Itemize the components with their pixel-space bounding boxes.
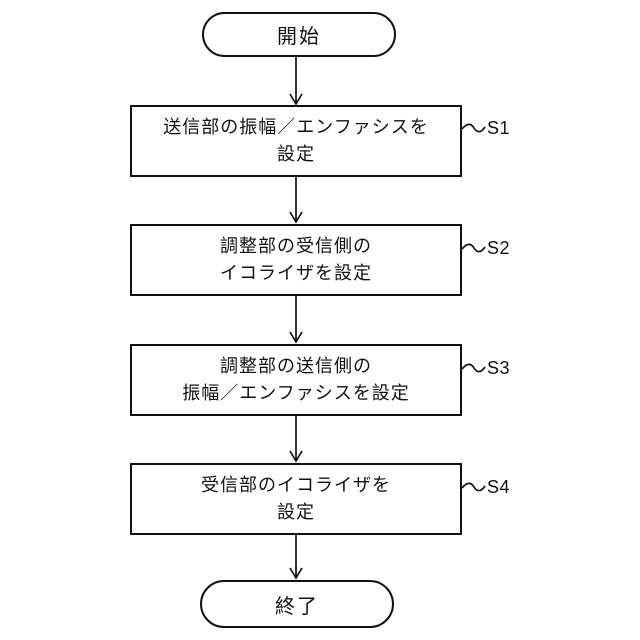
step-ref-s2-label: S2	[487, 237, 511, 258]
arrow-s3-to-s4	[289, 416, 303, 463]
process-s3-line2: 振幅／エンファシスを設定	[182, 383, 410, 403]
start-label: 開始	[277, 26, 321, 48]
process-box-s1: 送信部の振幅／エンファシスを 設定	[130, 105, 462, 177]
step-ref-s3-label: S3	[487, 357, 511, 378]
squiggle-s3	[461, 363, 486, 373]
squiggle-s2	[461, 243, 486, 253]
process-s4-line1: 受信部のイコライザを	[201, 475, 391, 495]
step-ref-s1: S1	[487, 116, 547, 140]
process-s4-line2: 設定	[277, 502, 315, 522]
process-s2-line2: イコライザを設定	[220, 263, 372, 283]
process-s1-line2: 設定	[277, 144, 315, 164]
step-ref-s1-label: S1	[487, 117, 511, 138]
step-ref-s2: S2	[487, 236, 547, 260]
squiggle-s4	[461, 482, 486, 492]
step-ref-s4: S4	[487, 475, 547, 499]
squiggle-s1	[461, 123, 486, 133]
arrow-s4-to-end	[289, 535, 303, 580]
process-s3-line1: 調整部の送信側の	[220, 356, 372, 376]
process-box-s4: 受信部のイコライザを 設定	[130, 463, 462, 535]
process-box-s3: 調整部の送信側の 振幅／エンファシスを設定	[130, 344, 462, 416]
process-s2-line1: 調整部の受信側の	[220, 236, 372, 256]
end-terminator: 終了	[200, 580, 394, 628]
arrow-start-to-s1	[289, 57, 303, 106]
process-s1-line1: 送信部の振幅／エンファシスを	[163, 117, 429, 137]
process-box-s2: 調整部の受信側の イコライザを設定	[130, 224, 462, 296]
step-ref-s3: S3	[487, 356, 547, 380]
end-label: 終了	[275, 595, 319, 618]
arrow-s1-to-s2	[289, 177, 303, 224]
arrow-s2-to-s3	[289, 296, 303, 344]
step-ref-s4-label: S4	[487, 476, 511, 497]
start-terminator: 開始	[202, 12, 396, 57]
